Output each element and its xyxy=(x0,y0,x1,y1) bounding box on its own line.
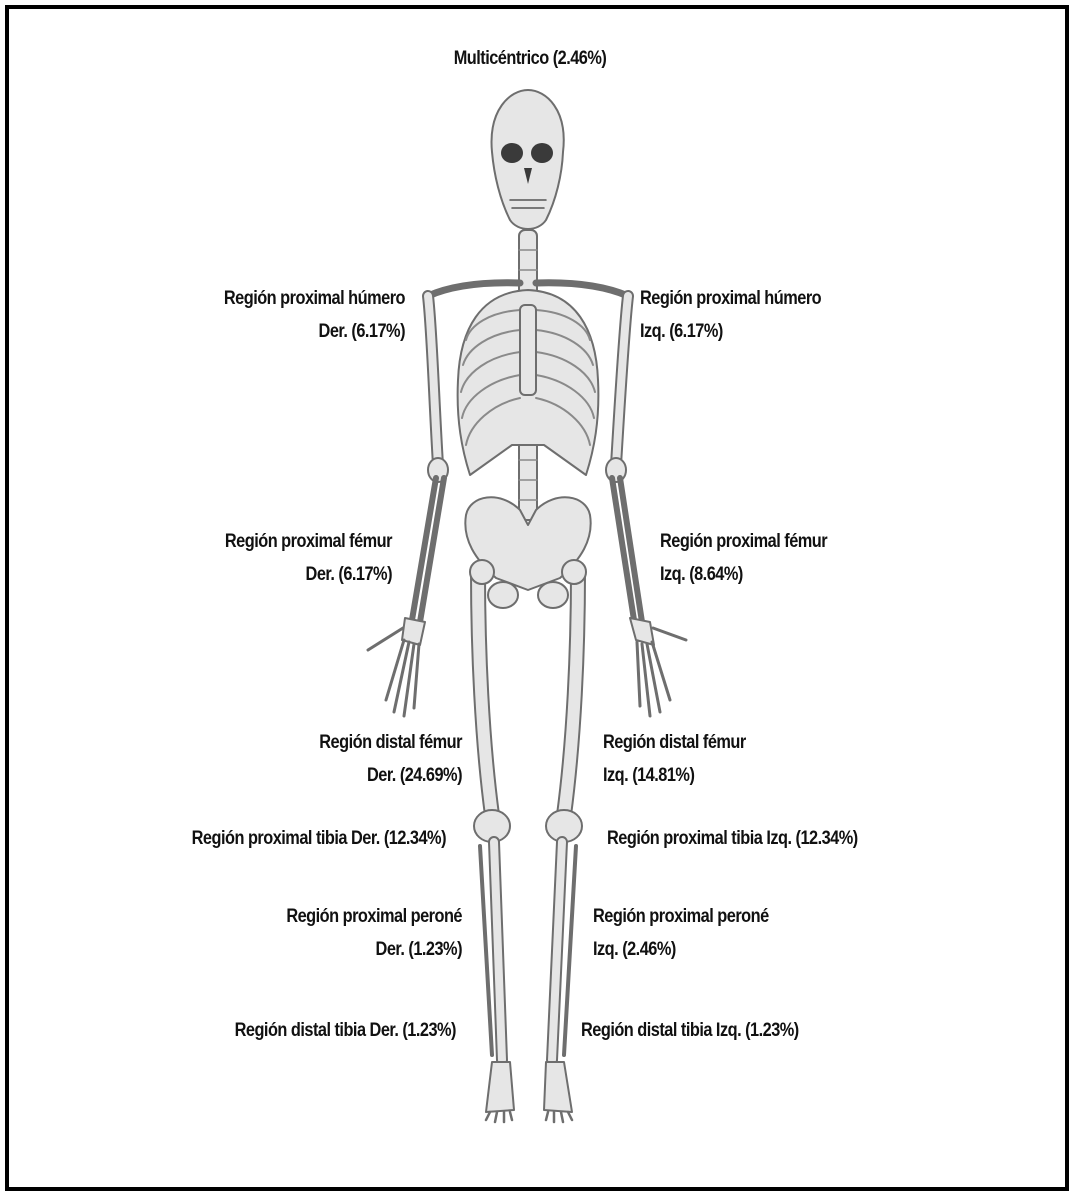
label-femur-prox-izq: Región proximal fémur Izq. (8.64%) xyxy=(660,525,858,591)
perone-izq-line2: Izq. (2.46%) xyxy=(593,933,799,966)
multicentric-text: Multicéntrico (2.46%) xyxy=(414,42,646,75)
perone-izq-line1: Región proximal peroné xyxy=(593,900,799,933)
humero-izq-line1: Región proximal húmero xyxy=(640,282,838,315)
multicentric-label: Multicéntrico (2.46%) xyxy=(414,42,646,75)
femur-dist-izq-line2: Izq. (14.81%) xyxy=(603,759,775,792)
femur-dist-der-line2: Der. (24.69%) xyxy=(290,759,462,792)
label-tibia-dist-izq: Región distal tibia Izq. (1.23%) xyxy=(581,1014,839,1047)
label-humero-izq: Región proximal húmero Izq. (6.17%) xyxy=(640,282,838,348)
humero-der-line1: Región proximal húmero xyxy=(212,282,406,315)
tibia-dist-der-line1: Región distal tibia Der. (1.23%) xyxy=(184,1014,456,1047)
label-tibia-prox-der: Región proximal tibia Der. (12.34%) xyxy=(157,822,446,855)
perone-der-line1: Región proximal peroné xyxy=(256,900,462,933)
tibia-dist-izq-line1: Región distal tibia Izq. (1.23%) xyxy=(581,1014,839,1047)
label-femur-prox-der: Región proximal fémur Der. (6.17%) xyxy=(201,525,392,591)
femur-prox-der-line1: Región proximal fémur xyxy=(201,525,392,558)
label-tibia-prox-izq: Región proximal tibia Izq. (12.34%) xyxy=(607,822,899,855)
label-perone-der: Región proximal peroné Der. (1.23%) xyxy=(256,900,462,966)
label-tibia-dist-der: Región distal tibia Der. (1.23%) xyxy=(184,1014,456,1047)
humero-izq-line2: Izq. (6.17%) xyxy=(640,315,838,348)
label-perone-izq: Región proximal peroné Izq. (2.46%) xyxy=(593,900,799,966)
femur-dist-der-line1: Región distal fémur xyxy=(290,726,462,759)
label-femur-dist-izq: Región distal fémur Izq. (14.81%) xyxy=(603,726,775,792)
femur-prox-izq-line1: Región proximal fémur xyxy=(660,525,858,558)
femur-dist-izq-line1: Región distal fémur xyxy=(603,726,775,759)
humero-der-line2: Der. (6.17%) xyxy=(212,315,406,348)
tibia-prox-izq-line1: Región proximal tibia Izq. (12.34%) xyxy=(607,822,899,855)
tibia-prox-der-line1: Región proximal tibia Der. (12.34%) xyxy=(157,822,446,855)
femur-prox-izq-line2: Izq. (8.64%) xyxy=(660,558,858,591)
label-femur-dist-der: Región distal fémur Der. (24.69%) xyxy=(290,726,462,792)
perone-der-line2: Der. (1.23%) xyxy=(256,933,462,966)
femur-prox-der-line2: Der. (6.17%) xyxy=(201,558,392,591)
label-humero-der: Región proximal húmero Der. (6.17%) xyxy=(212,282,406,348)
